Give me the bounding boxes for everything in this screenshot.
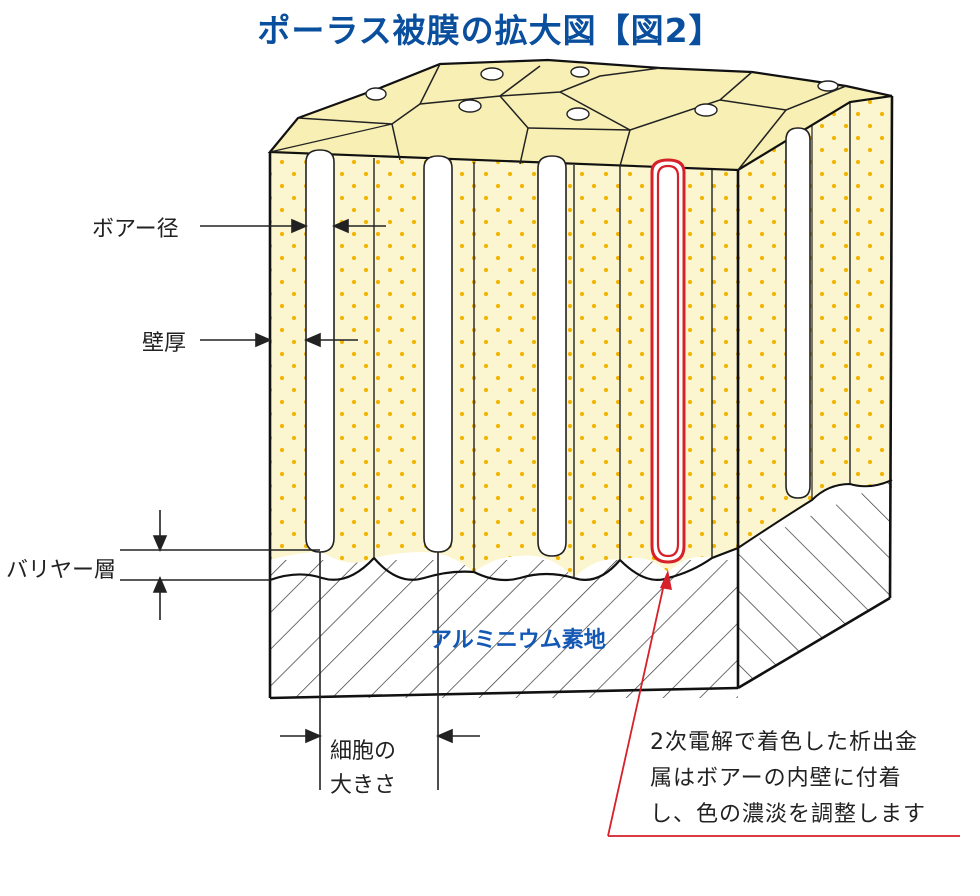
block-outline [268,95,894,700]
barrier-layer-label: バリヤー層 [6,558,117,583]
aluminum-base-label: アルミニウム素地 [430,628,606,653]
note-line2: 属はボアーの内壁に付着 [650,766,902,791]
pore-diameter-label: ボアー径 [92,217,179,242]
dimension-marks [120,218,480,790]
film-front-face [269,152,739,582]
deposit-note: 2次電解で着色した析出金 属はボアーの内壁に付着 し、色の濃淡を調整します [650,725,970,833]
note-leader [607,570,960,837]
film-side-face [737,96,893,549]
page-title: ポーラス被膜の拡大図【図2】 [257,11,723,50]
note-line1: 2次電解で着色した析出金 [650,730,918,755]
cell-size-line1: 細胞の [330,739,397,764]
note-line3: し、色の濃淡を調整します [650,802,927,827]
film-top-face [267,58,893,172]
aluminum-base [270,480,892,698]
cell-size-line2: 大きさ [330,773,397,798]
cell-size-label: 細胞の 大きさ [330,735,396,803]
wall-thickness-label: 壁厚 [142,331,187,356]
